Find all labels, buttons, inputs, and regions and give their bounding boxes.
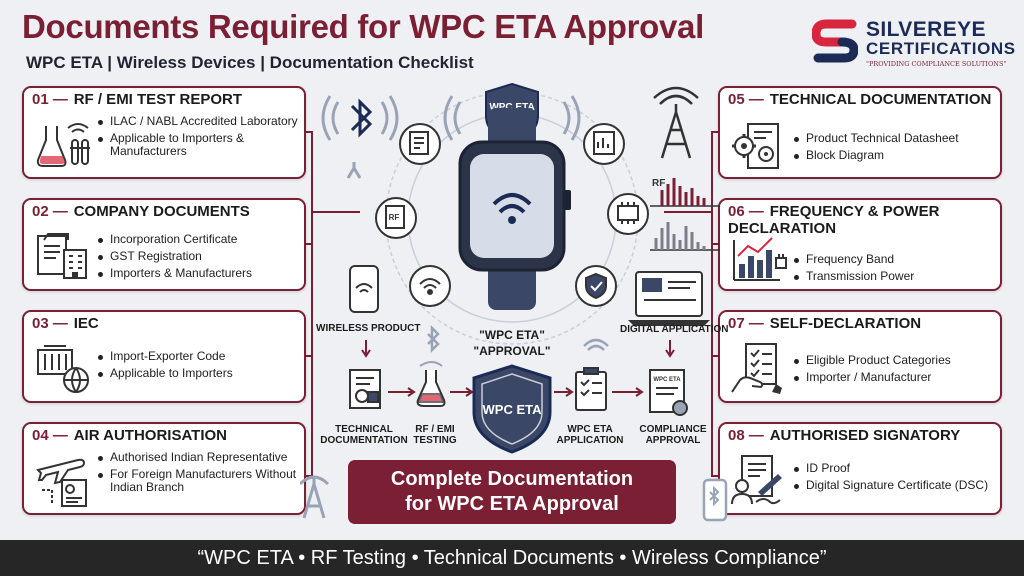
card-bullet: Product Technical Datasheet (794, 132, 994, 145)
bluetooth-small-icon (427, 324, 440, 354)
card-bullet: GST Registration (98, 250, 298, 263)
logo-tagline: "PROVIDING COMPLIANCE SOLUTIONS" (866, 60, 1007, 68)
card-air-authorisation: 04—AIR AUTHORISATION Authorised Indian R… (22, 422, 306, 515)
circuit-icon (607, 193, 649, 235)
rf-chart-label: RF (652, 178, 665, 189)
smartwatch-icon (458, 108, 571, 310)
card-bullet: Importers & Manufacturers (98, 267, 298, 280)
rf-doc-label: RF (389, 213, 400, 222)
card-rf-emi-test-report: 01—RF / EMI TEST REPORT ILAC / NABL Accr… (22, 86, 306, 179)
card-bullet: Block Diagram (794, 149, 994, 162)
digital-app-laptop-icon (628, 271, 710, 326)
page-subtitle: WPC ETA | Wireless Devices | Documentati… (26, 53, 474, 72)
company-documents-icon (37, 233, 87, 279)
antenna-small-icon (346, 162, 362, 179)
label-digital-application: DIGITAL APPLICATION (620, 324, 729, 335)
label-compliance-approval: COMPLIANCE APPROVAL (639, 424, 707, 446)
application-clipboard-icon (575, 367, 607, 411)
compliance-certificate-icon (649, 369, 688, 416)
antenna-tower-icon (653, 86, 699, 159)
label-quote-approval: "APPROVAL" (473, 344, 551, 358)
small-doc-icon-right (583, 123, 625, 165)
card-authorised-signatory: 08—AUTHORISED SIGNATORY ID Proof Digital… (718, 422, 1002, 515)
card-bullet: Applicable to Importers & Manufacturers (98, 132, 298, 158)
label-wpc-eta-application: WPC ETA APPLICATION (556, 424, 624, 446)
page-title: Documents Required for WPC ETA Approval (22, 8, 704, 45)
card-heading: 08—AUTHORISED SIGNATORY (728, 427, 961, 444)
airplane-certificate-icon (36, 458, 87, 507)
wireless-product-watch-icon (349, 265, 379, 313)
technical-gear-icon (732, 123, 779, 169)
card-technical-documentation: 05—TECHNICAL DOCUMENTATION Product Techn… (718, 86, 1002, 179)
antenna-bottom-icon (300, 475, 330, 519)
card-bullet: Frequency Band (794, 253, 994, 266)
logo-name-line1: SILVEREYE (866, 18, 986, 41)
card-heading: 07—SELF-DECLARATION (728, 315, 922, 332)
card-company-documents: 02—COMPANY DOCUMENTS Incorporation Certi… (22, 198, 306, 291)
certificate-label: WPC ETA (653, 377, 681, 383)
phone-bluetooth-icon (702, 478, 728, 522)
spectrum-wave-icon (650, 222, 720, 251)
card-iec: 03—IEC Import-Exporter Code Applicable t… (22, 310, 306, 403)
label-technical-documentation: TECHNICAL DOCUMENTATION (320, 424, 408, 446)
silvereye-logo: SILVEREYE CERTIFICATIONS "PROVIDING COMP… (812, 16, 1017, 74)
checklist-hand-icon (731, 343, 782, 394)
card-bullet: Transmission Power (794, 270, 994, 283)
card-heading: 03—IEC (32, 315, 99, 332)
tech-doc-flow-icon (349, 369, 381, 409)
silvereye-s-logo-icon (812, 19, 858, 63)
bluetooth-icon (321, 95, 399, 141)
footer-tagline: “WPC ETA • RF Testing • Technical Docume… (0, 540, 1024, 576)
frequency-chart-icon (733, 237, 787, 281)
rf-doc-icon (375, 197, 417, 239)
card-heading: 04—AIR AUTHORISATION (32, 427, 228, 444)
rf-chart-icon: RF (650, 178, 720, 207)
label-quote-wpc-eta: "WPC ETA" (479, 328, 545, 342)
card-bullet: Incorporation Certificate (98, 233, 298, 246)
card-bullet: Authorised Indian Representative (98, 451, 298, 464)
shield-top-label-1: WPC ETA (489, 102, 534, 113)
cta-line1: Complete Documentation (390, 468, 634, 490)
card-frequency-power-declaration: 06—FREQUENCY & POWER DECLARATION Frequen… (718, 198, 1002, 291)
card-heading: 01—RF / EMI TEST REPORT (32, 91, 243, 108)
card-bullet: Eligible Product Categories (794, 354, 994, 367)
container-globe-icon (37, 345, 89, 393)
card-self-declaration: 07—SELF-DECLARATION Eligible Product Cat… (718, 310, 1002, 403)
complete-documentation-banner: Complete Documentation for WPC ETA Appro… (348, 460, 676, 524)
card-heading: 06—FREQUENCY & POWER DECLARATION (728, 203, 940, 237)
shield-check-icon (575, 265, 617, 307)
card-bullet: For Foreign Manufacturers Without Indian… (98, 468, 298, 494)
card-bullet: Applicable to Importers (98, 367, 298, 380)
card-bullet: ILAC / NABL Accredited Laboratory (98, 115, 298, 128)
card-heading: 02—COMPANY DOCUMENTS (32, 203, 250, 220)
card-bullet: Importer / Manufacturer (794, 371, 994, 384)
wpc-eta-main-shield-icon (472, 364, 552, 454)
card-bullet: ID Proof (794, 462, 994, 475)
cta-line2: for WPC ETA Approval (405, 493, 619, 515)
small-doc-icon-left (399, 123, 441, 165)
shield-main-label: WPC ETA (483, 402, 543, 417)
center-illustration: WPC ETA RF RF (300, 82, 728, 522)
wifi-small-icon (583, 338, 609, 351)
card-bullet: Import-Exporter Code (98, 350, 298, 363)
label-rf-emi-testing: RF / EMI TESTING (413, 424, 457, 446)
rf-testing-flask-icon (416, 361, 446, 407)
label-wireless-product: WIRELESS PRODUCT (316, 323, 421, 334)
logo-name-line2: CERTIFICATIONS (866, 39, 1016, 58)
lab-flask-icon (36, 123, 90, 167)
card-heading: 05—TECHNICAL DOCUMENTATION (728, 91, 992, 108)
card-bullet: Digital Signature Certificate (DSC) (794, 479, 994, 492)
signatory-id-icon (731, 455, 782, 505)
wifi-icon-left (409, 265, 451, 307)
